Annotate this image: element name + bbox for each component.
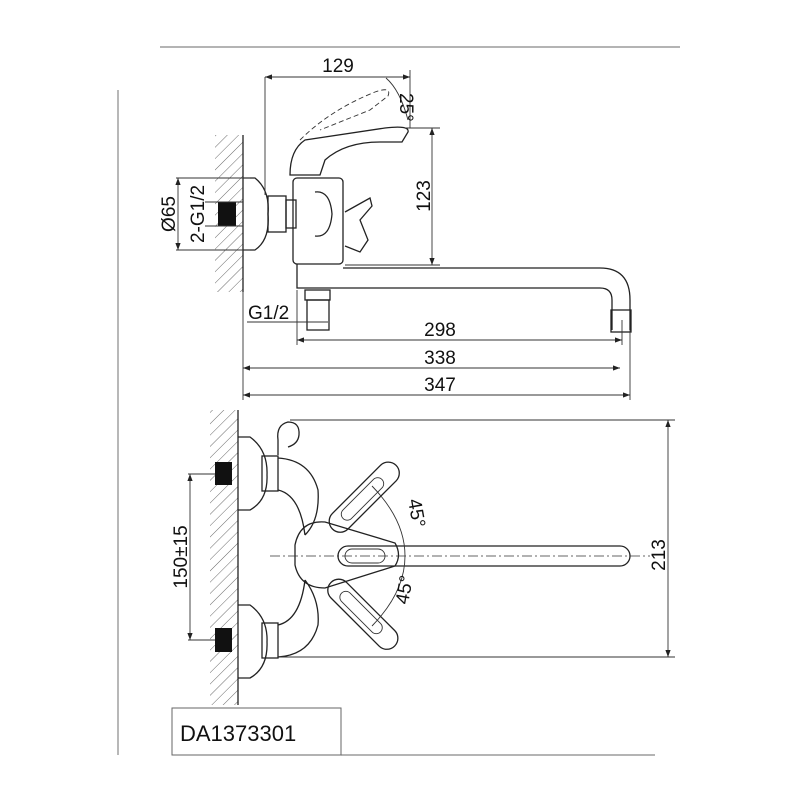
top-view: 45° 45° 150±15 213 [171,410,675,705]
spout-lower [296,264,613,330]
inlet-lower [215,628,232,652]
dim-inlet-spacing: 150±15 [171,525,192,588]
dim-reach-from-wall: 338 [424,348,456,369]
dim-spout-reach: 298 [424,320,456,341]
spout-aerator [610,309,632,333]
lever-handle [289,126,409,176]
inlet-thread-block [218,202,236,226]
lever-rotated-up [328,461,400,533]
wall-hatch-top [210,410,238,705]
dim-depth: 213 [649,539,670,571]
dim-inlet-thread: 2-G1/2 [188,185,209,243]
angle-up-label: 45° [403,497,429,529]
mixer-body-top [277,457,319,658]
dim-outlet-thread: G1/2 [248,303,289,324]
outlet-connector [306,299,330,331]
side-view: 129 25° 123 Ø65 2-G1/2 G1/2 298 338 347 [159,56,632,400]
dim-escutcheon-diameter: Ø65 [159,196,180,232]
angle-arc [371,485,406,627]
shower-hook [277,421,300,455]
lever-raised-outline [299,89,390,141]
dim-handle-angle: 25° [395,93,416,122]
nut [267,195,287,233]
escutcheon [243,177,269,251]
escutcheon-lower [238,604,268,679]
dim-handle-length: 129 [322,56,354,77]
escutcheon-upper [238,436,268,511]
model-code: DA1373301 [180,721,296,746]
lever-rotated-down [327,578,399,650]
angle-down-label: 45° [392,574,418,606]
dim-height: 123 [414,180,435,212]
lever-top-center [294,521,400,589]
inlet-upper [215,462,232,485]
mixer-body [292,177,344,265]
spout-upper [343,267,631,330]
dim-overall-length: 347 [424,375,456,396]
diverter-knob [344,197,373,253]
model-code-box [171,707,342,756]
